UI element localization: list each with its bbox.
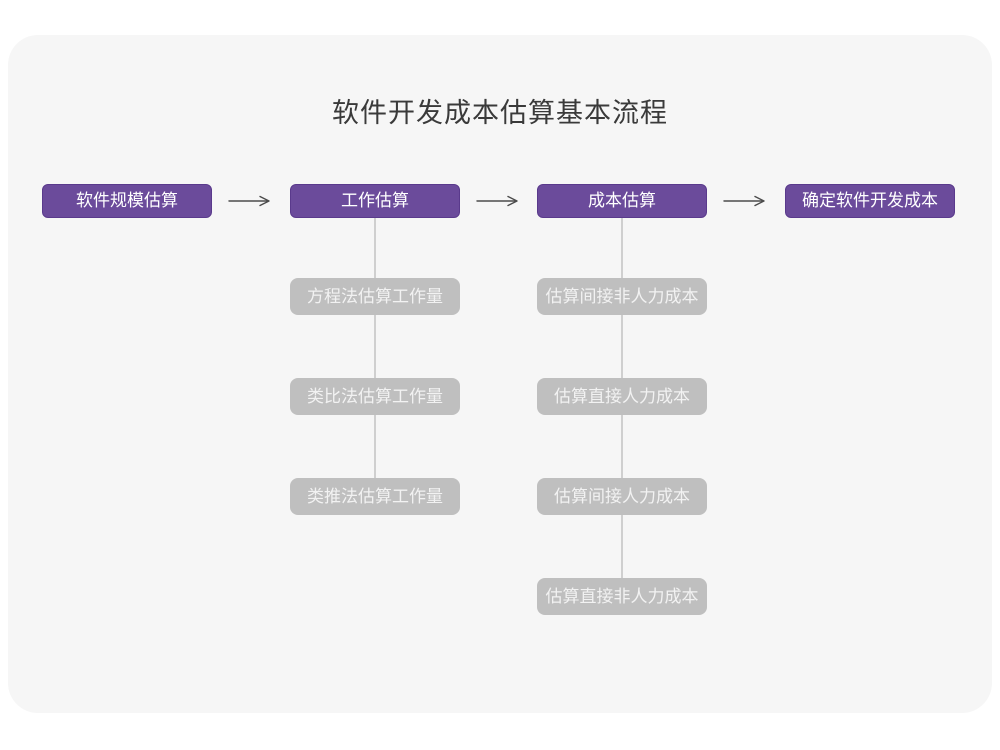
arrow-right-icon (228, 195, 270, 207)
flow-node-cost-estimation: 成本估算 (537, 184, 707, 218)
cost-node-direct-nonlabor: 估算直接非人力成本 (537, 578, 707, 615)
arrow-right-icon (476, 195, 518, 207)
flow-node-work-estimation: 工作估算 (290, 184, 460, 218)
connector-line-work-estimation (374, 218, 376, 498)
work-method-node-inference: 类推法估算工作量 (290, 478, 460, 515)
work-method-node-equation: 方程法估算工作量 (290, 278, 460, 315)
work-method-node-analogy: 类比法估算工作量 (290, 378, 460, 415)
arrow-right-icon (723, 195, 765, 207)
flow-node-software-size-estimation: 软件规模估算 (42, 184, 212, 218)
diagram-title: 软件开发成本估算基本流程 (332, 98, 668, 128)
flow-node-determine-development-cost: 确定软件开发成本 (785, 184, 955, 218)
cost-node-indirect-nonlabor: 估算间接非人力成本 (537, 278, 707, 315)
diagram-card (8, 35, 992, 713)
cost-node-indirect-labor: 估算间接人力成本 (537, 478, 707, 515)
cost-node-direct-labor: 估算直接人力成本 (537, 378, 707, 415)
